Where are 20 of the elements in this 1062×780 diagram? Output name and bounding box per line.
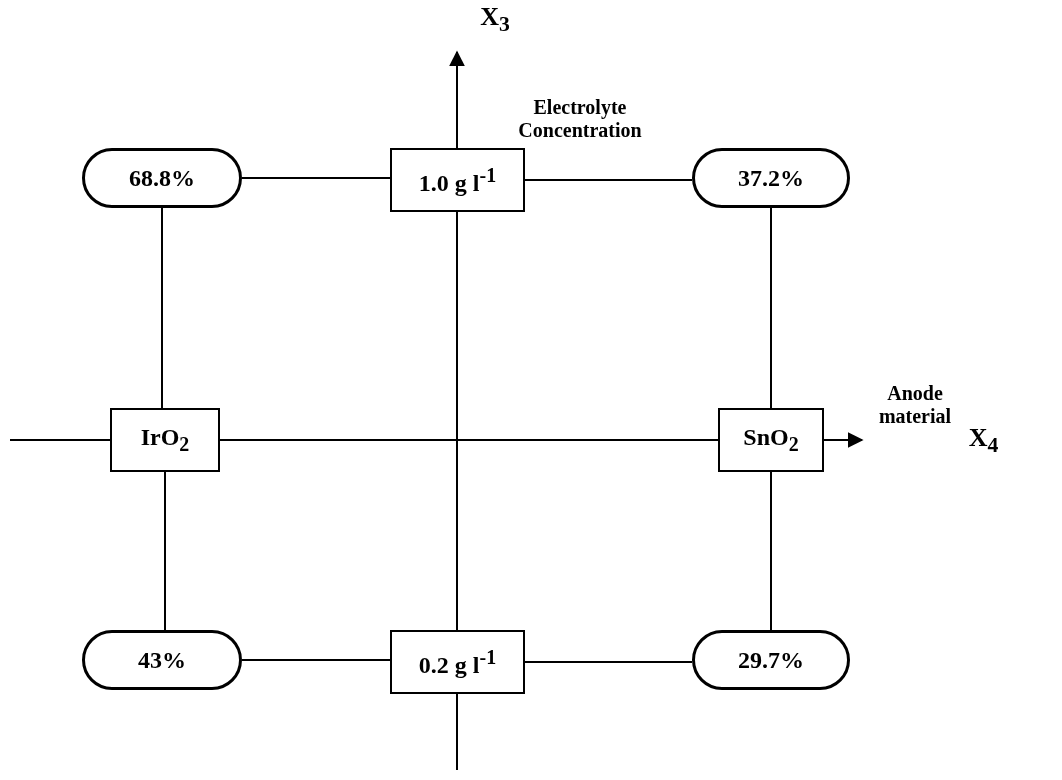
connector-line [524,661,693,663]
result-pill: 43% [82,630,242,690]
connector-line [524,179,693,181]
connector-line [770,471,772,631]
axis-label: X$_{4}$ [967,423,1000,459]
axis-label: X$_{3}$ [479,2,511,38]
axis-title: Electrolyte Concentration [517,96,643,142]
connector-line [770,207,772,409]
connector-line [164,471,166,631]
level-box: 1.0 g l$^{-1}$ [390,148,525,212]
result-pill: 37.2% [692,148,850,208]
result-pill: 68.8% [82,148,242,208]
level-box: 0.2 g l$^{-1}$ [390,630,525,694]
level-box: IrO$_{2}$ [110,408,220,472]
connector-line [241,659,391,661]
result-pill: 29.7% [692,630,850,690]
connector-line [161,207,163,409]
axis-title: Anode material [877,382,953,428]
level-box: SnO$_{2}$ [718,408,824,472]
connector-line [241,177,391,179]
